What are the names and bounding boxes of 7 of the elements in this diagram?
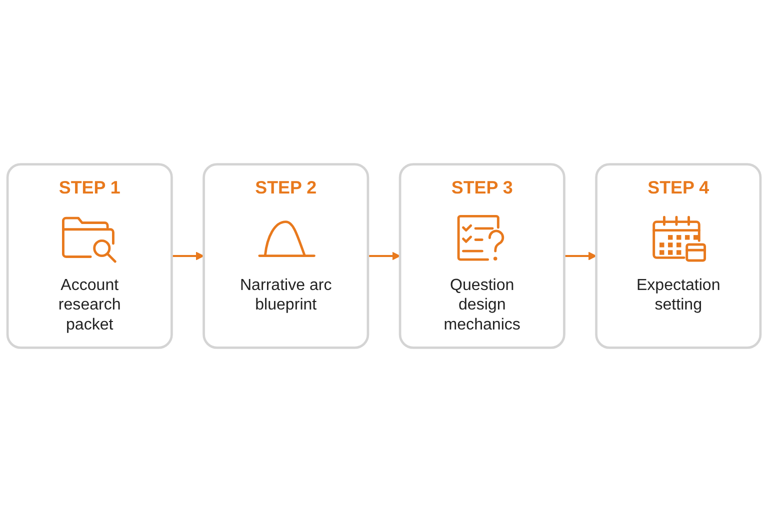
arrow bbox=[172, 252, 204, 260]
node-box: STEP 2 Narrative arc blueprint bbox=[202, 163, 370, 349]
node-box: STEP 4 Expectation setting bbox=[595, 163, 762, 349]
node-box: STEP 1 Account research packet bbox=[6, 163, 173, 349]
arrow bbox=[368, 252, 400, 260]
node-box: STEP 3 Question design mechanics bbox=[398, 163, 566, 349]
arrow bbox=[564, 252, 597, 260]
